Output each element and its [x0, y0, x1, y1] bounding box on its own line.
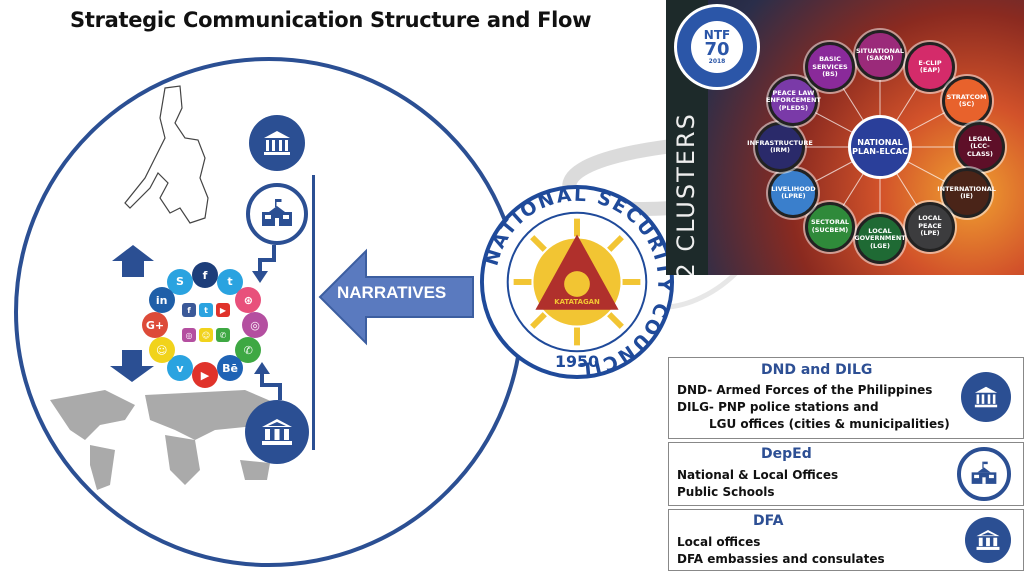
- agency-title: DND and DILG: [761, 362, 873, 378]
- mini-snapchat-icon: ☺: [199, 328, 213, 342]
- ntf-logo-text: NTF: [703, 28, 731, 42]
- flow-divider-line: [312, 175, 315, 450]
- google-plus-icon: G+: [142, 312, 168, 338]
- vimeo-icon: v: [167, 355, 193, 382]
- government-building-icon: [961, 372, 1011, 422]
- cluster-node: PEACE LAW ENFORCEMENT (PLEDS): [766, 76, 821, 126]
- linkedin-icon: in: [148, 287, 175, 313]
- cluster-hub: NATIONAL PLAN-ELCAC: [848, 115, 912, 179]
- seal-bottom-word: KATATAGAN: [554, 298, 600, 306]
- behance-icon: Bē: [217, 355, 243, 382]
- mini-whatsapp-icon: ✆: [216, 328, 230, 342]
- page-title: Strategic Communication Structure and Fl…: [70, 8, 592, 32]
- seal-year: 1950: [555, 352, 599, 371]
- school-icon: [246, 183, 308, 245]
- world-map: [50, 390, 280, 490]
- up-connector-arrow: [254, 362, 282, 400]
- clusters-panel: 12 CLUSTERS NTF 70 2018 SITUATIONAL (SAK…: [666, 0, 1024, 275]
- agency-line: Public Schools: [677, 485, 775, 499]
- philippines-map-outline: [124, 85, 209, 224]
- mini-facebook-icon: f: [182, 303, 196, 317]
- embassy-icon: [965, 517, 1011, 563]
- agency-box-dnd-dilg: DND and DILG DND- Armed Forces of the Ph…: [668, 357, 1024, 439]
- agency-line: DND- Armed Forces of the Philippines: [677, 383, 933, 397]
- narratives-arrow: [318, 248, 474, 346]
- agency-line: Local offices: [677, 535, 761, 549]
- cluster-node: SECTORAL (SUCBEM): [805, 201, 855, 252]
- ntf-logo-year: 2018: [708, 58, 726, 65]
- mini-youtube-icon: ▶: [216, 303, 230, 317]
- snapchat-icon: ☺: [148, 337, 175, 363]
- cluster-node: BASIC SERVICES (BS): [805, 42, 855, 93]
- agency-line: DILG- PNP police stations and: [677, 400, 879, 414]
- down-arrow-icon: [110, 350, 154, 382]
- dribbble-icon: ⊛: [235, 287, 262, 313]
- ntf-logo-number: 70: [704, 39, 730, 60]
- cluster-node: LOCAL PEACE (LPE): [905, 201, 955, 252]
- mini-twitter-icon: t: [199, 303, 213, 317]
- youtube-icon: ▶: [192, 362, 218, 388]
- cluster-node: INFRASTRUCTURE (IRM): [747, 122, 813, 172]
- government-building-icon: [249, 115, 305, 171]
- cluster-node: E-CLIP (EAP): [905, 42, 955, 93]
- up-arrow-icon: [112, 245, 154, 277]
- cluster-node: LOCAL GOVERNMENT (LGE): [854, 214, 906, 264]
- cluster-node: STRATCOM (SC): [941, 76, 992, 126]
- instagram-icon: ◎: [242, 312, 268, 338]
- agency-line: LGU offices (cities & municipalities): [709, 417, 950, 431]
- agency-box-dfa: DFA Local offices DFA embassies and cons…: [668, 509, 1024, 571]
- national-security-council-seal: NATIONAL SECURITY COUNCIL KATATAGAN 1950: [479, 185, 675, 379]
- down-connector-arrow: [252, 245, 276, 283]
- cluster-node: LIVELIHOOD (LPRE): [768, 168, 819, 218]
- cluster-node: SITUATIONAL (SAKM): [855, 30, 905, 80]
- mini-instagram-icon: ◎: [182, 328, 196, 342]
- narratives-label: NARRATIVES: [337, 283, 447, 302]
- ntf-elcac-logo: NTF 70 2018: [674, 4, 760, 90]
- agency-line: National & Local Offices: [677, 468, 839, 482]
- facebook-icon: f: [192, 262, 218, 288]
- embassy-icon: [245, 400, 309, 464]
- agency-title: DFA: [753, 513, 784, 529]
- cluster-node: INTERNATIONAL (IE): [937, 168, 996, 218]
- clusters-side-label: 12 CLUSTERS: [672, 112, 700, 275]
- agency-title: DepEd: [761, 446, 812, 462]
- agency-box-deped: DepEd National & Local Offices Public Sc…: [668, 442, 1024, 506]
- agency-line: DFA embassies and consulates: [677, 552, 885, 566]
- school-icon: [957, 447, 1011, 501]
- cluster-node: LEGAL (LCC-CLASS): [955, 122, 1005, 172]
